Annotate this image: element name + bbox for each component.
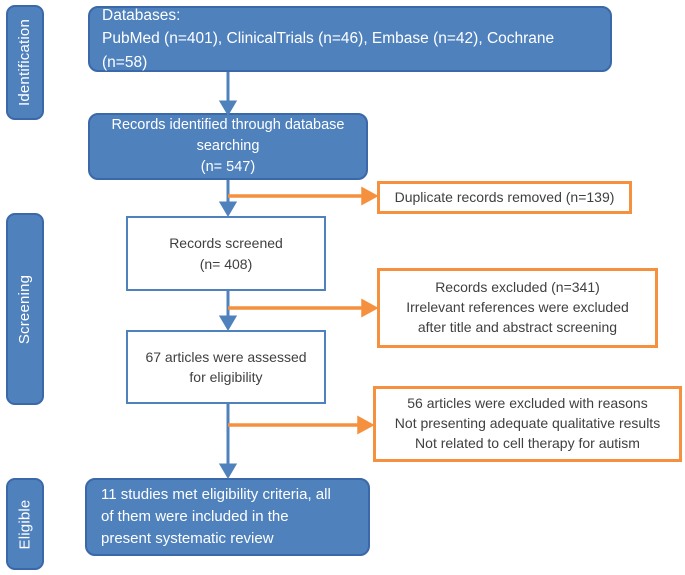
arrowhead-databases-to-identified: [218, 100, 238, 116]
arrowhead-screened-to-assessed: [218, 315, 238, 331]
arrowhead-to-records-excluded: [361, 298, 379, 318]
box-duplicates-removed: Duplicate records removed (n=139): [377, 181, 632, 214]
arrowhead-identified-to-screened: [218, 201, 238, 217]
box-articles-assessed: 67 articles were assessed for eligibilit…: [126, 330, 326, 404]
box-studies-included: 11 studies met eligibility criteria, all…: [85, 478, 370, 556]
box-records-excluded: Records excluded (n=341) Irrelevant refe…: [377, 268, 658, 348]
stage-eligible: Eligible: [6, 478, 44, 570]
stage-identification: Identification: [6, 5, 44, 120]
arrowhead-to-duplicates-removed: [361, 186, 379, 206]
stage-screening: Screening: [6, 213, 44, 405]
box-records-identified: Records identified through database sear…: [88, 113, 368, 180]
stage-eligible-label: Eligible: [16, 499, 34, 549]
box-databases: Databases: PubMed (n=401), ClinicalTrial…: [88, 6, 612, 72]
box-articles-excluded: 56 articles were excluded with reasons N…: [373, 386, 682, 462]
box-records-screened: Records screened (n= 408): [126, 216, 326, 291]
stage-identification-label: Identification: [16, 18, 34, 107]
arrowhead-to-articles-excluded: [357, 415, 375, 435]
stage-screening-label: Screening: [16, 274, 34, 344]
arrowhead-assessed-to-included: [218, 463, 238, 479]
